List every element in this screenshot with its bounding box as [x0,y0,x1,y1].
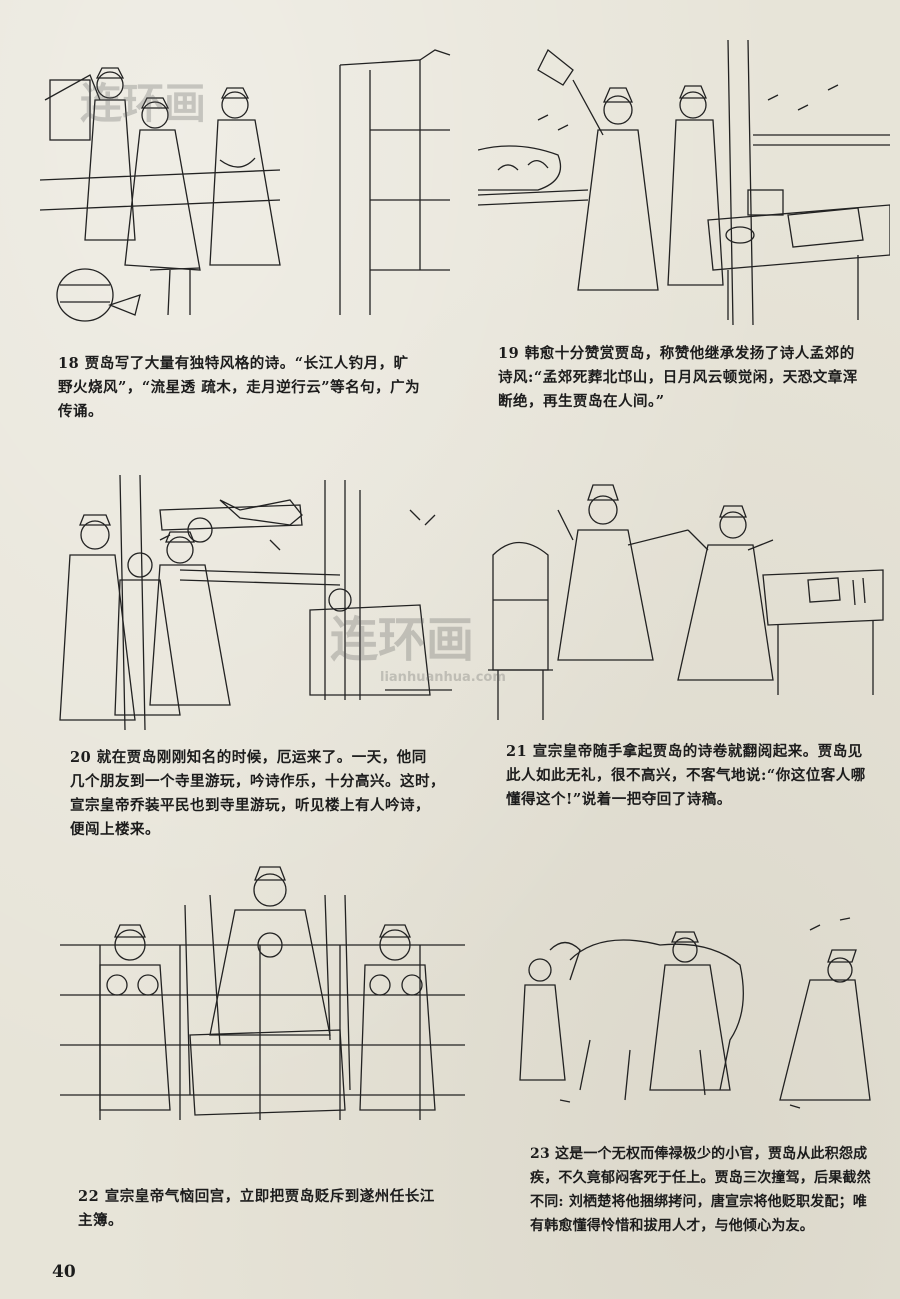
watermark-url: lianhuanhua.com [380,670,506,685]
panel-18-caption: 18 贾岛写了大量有独特风格的诗。“长江人钓月，旷 野火烧风”，“流星透 疏木，… [58,355,421,420]
panel-19-caption: 19 韩愈十分赞赏贾岛，称赞他继承发扬了诗人孟郊的 诗风:“孟郊死葬北邙山，日月… [498,345,858,410]
watermark-logo-top: 连环画 [80,79,207,128]
panel-21-caption: 21 宣宗皇帝随手拿起贾岛的诗卷就翻阅起来。贾岛见 此人如此无礼，很不高兴，不客… [506,743,866,808]
panel-23-illustration [510,890,890,1120]
panel-19-illustration [478,40,890,325]
panel-20-illustration [40,470,452,740]
panel-21-illustration [478,470,890,730]
watermark-logo-middle: 连环画 [330,612,475,668]
panel-23-caption: 23 这是一个无权而俸禄极少的小官，贾岛从此积怨成 疾，不久竟郁闷客死于任上。贾… [530,1146,871,1234]
panel-22-caption: 22 宣宗皇帝气恼回宫，立即把贾岛贬斥到遂州任长江 主簿。 [78,1188,435,1229]
page-number: 40 [52,1262,76,1282]
panel-18-illustration [40,40,452,325]
panel-22-illustration [60,865,465,1120]
panel-20-caption: 20 就在贾岛刚刚知名的时候，厄运来了。一天，他同 几个朋友到一个寺里游玩，吟诗… [70,749,445,838]
